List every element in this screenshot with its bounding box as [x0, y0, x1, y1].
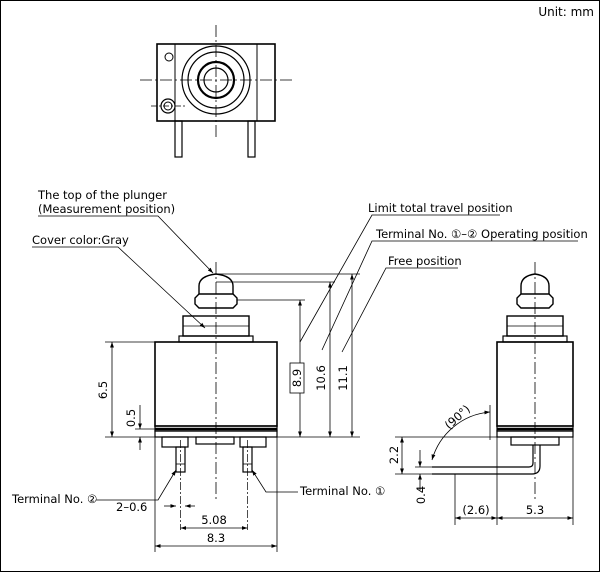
terminal-2-label: Terminal No. ②: [11, 492, 97, 506]
dim-body-width: 8.3: [207, 531, 225, 545]
top-view: [140, 25, 292, 158]
measurement-position-label: (Measurement position): [38, 202, 175, 216]
dim-bend-angle: (90°): [442, 402, 473, 432]
dim-limit-travel: 8.9: [290, 369, 304, 387]
dim-limit-travel-box: [289, 362, 305, 394]
dim-operating: 10.6: [314, 365, 328, 391]
plunger-top-label: The top of the plunger: [37, 188, 167, 202]
dim-side-offset: 2.2: [387, 446, 401, 464]
side-view: [432, 262, 574, 500]
dim-pin-section: 2–0.6: [116, 500, 147, 514]
front-view: [154, 262, 278, 530]
dim-pin-thickness: 0.4: [414, 486, 428, 504]
cover-color-label: Cover color:Gray: [32, 233, 129, 247]
terminal-1-label: Terminal No. ①: [299, 484, 385, 498]
operating-position-label: Terminal No. ①–② Operating position: [375, 227, 588, 241]
callout-texts: The top of the plunger (Measurement posi…: [11, 188, 588, 506]
dim-lead-bend: (2.6): [462, 503, 489, 517]
limit-total-travel-label: Limit total travel position: [368, 201, 513, 215]
dimension-lines: [105, 273, 574, 552]
dim-base-thickness: 0.5: [124, 409, 138, 427]
dim-height-body: 6.5: [96, 381, 110, 399]
dim-pin-pitch: 5.08: [201, 513, 227, 527]
dim-free: 11.1: [336, 365, 350, 391]
unit-label: Unit: mm: [538, 5, 594, 19]
dim-side-width: 5.3: [526, 503, 544, 517]
free-position-label: Free position: [388, 254, 462, 268]
leader-lines: [32, 214, 578, 501]
